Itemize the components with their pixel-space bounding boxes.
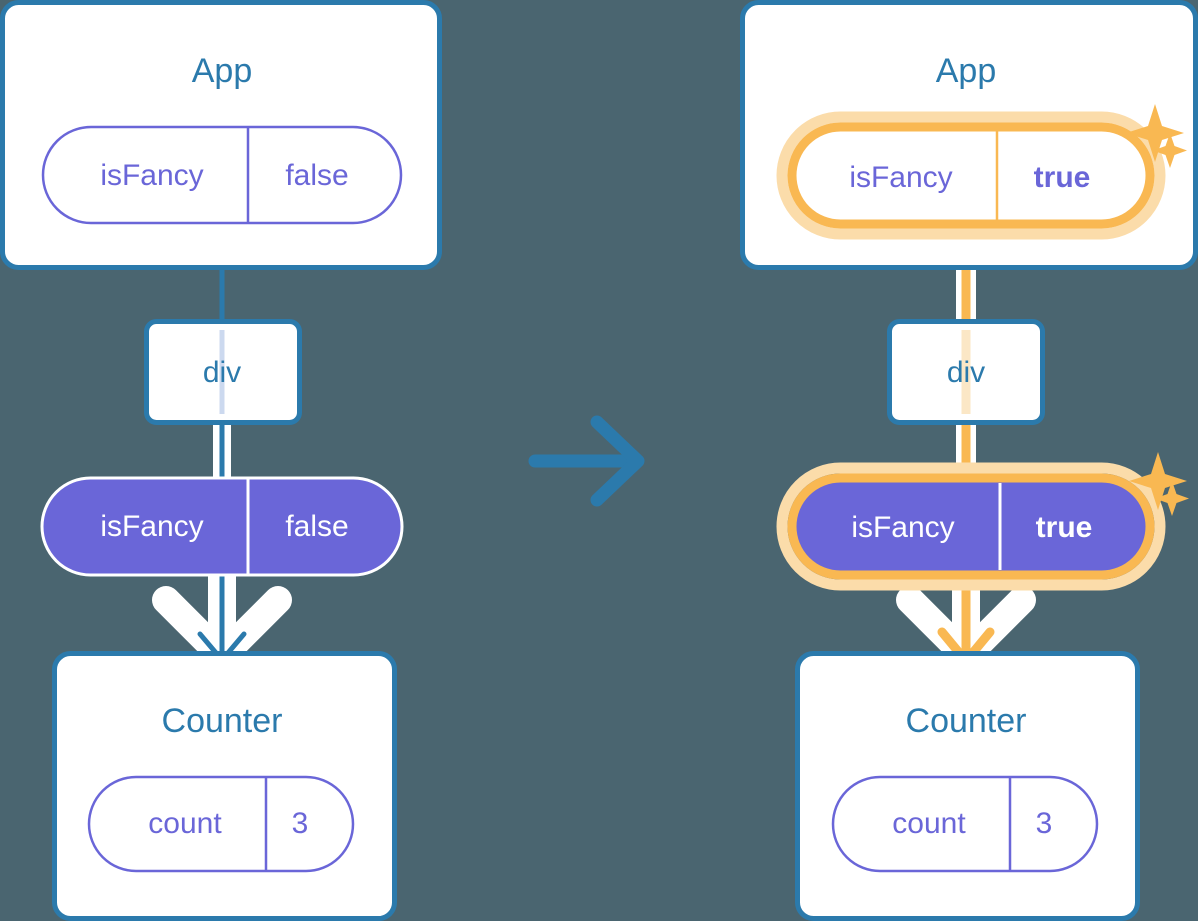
dom-node-div-label-left: div [203,356,241,389]
prop-pill-value-right: true [1036,511,1093,544]
prop-pill-value-left: false [285,510,348,543]
counter-state-pill-right[interactable] [831,775,1099,873]
app-state-pill-glow-right [776,111,1166,240]
dom-node-div-label-right: div [947,356,985,389]
app-card-title-right: App [936,52,997,90]
prop-pill-key-left: isFancy [100,510,203,543]
counter-card-title-left: Counter [162,702,283,740]
counter-state-pill-value-right: 3 [1036,807,1053,840]
app-card-title-left: App [192,52,253,90]
counter-card-title-right: Counter [906,702,1027,740]
sparkle-small-icon-app-right [1153,133,1187,168]
counter-state-pill-key-right: count [892,807,966,840]
app-state-pill-value-right: true [1034,161,1091,194]
app-state-pill-value-left: false [285,159,348,192]
sparkle-large-icon-app-right [1126,104,1184,162]
app-state-pill-right[interactable] [787,122,1155,229]
prop-pill-glow-right [776,462,1166,591]
app-state-pill-key-left: isFancy [100,159,203,192]
app-state-pill-key-right: isFancy [849,161,952,194]
sparkle-small-icon-prop-right [1155,481,1189,516]
app-state-pill-left[interactable] [41,125,403,225]
sparkle-large-icon-prop-right [1129,452,1187,510]
prop-pill-key-right: isFancy [851,511,954,544]
counter-state-pill-left[interactable] [87,775,355,873]
counter-state-pill-key-left: count [148,807,222,840]
prop-pill-right[interactable] [787,473,1155,580]
prop-pill-left[interactable] [40,476,404,577]
right-arrow-icon [528,415,645,507]
counter-state-pill-value-left: 3 [292,807,309,840]
